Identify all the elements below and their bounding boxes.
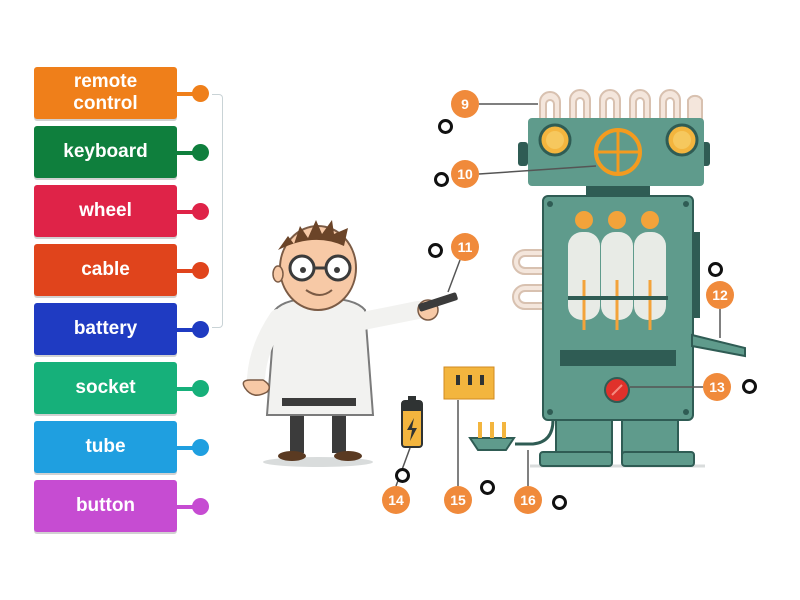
- marker-badge: 16: [514, 486, 542, 514]
- drop-target-14[interactable]: [395, 468, 410, 483]
- marker-badge: 9: [451, 90, 479, 118]
- marker-badge: 12: [706, 281, 734, 309]
- connector-dot[interactable]: [192, 262, 209, 279]
- cable: [515, 419, 555, 446]
- connector-line: [177, 328, 199, 332]
- label-battery[interactable]: battery: [34, 303, 177, 355]
- connector-dot[interactable]: [192, 85, 209, 102]
- label-tube[interactable]: tube: [34, 421, 177, 473]
- label-keyboard[interactable]: keyboard: [34, 126, 177, 178]
- drop-target-15[interactable]: [480, 480, 495, 495]
- drop-target-12[interactable]: [708, 262, 723, 277]
- connector-dot[interactable]: [192, 144, 209, 161]
- connector-line: [177, 269, 199, 273]
- label-button[interactable]: button: [34, 480, 177, 532]
- connector-line: [177, 210, 199, 214]
- connector-dot[interactable]: [192, 203, 209, 220]
- socket: [443, 366, 495, 400]
- connector-line: [177, 387, 199, 391]
- label-remote-control[interactable]: remote control: [34, 67, 177, 119]
- connector-line: [177, 92, 199, 96]
- connector-line: [177, 151, 199, 155]
- connector-dot[interactable]: [192, 439, 209, 456]
- marker-badge: 14: [382, 486, 410, 514]
- label-socket[interactable]: socket: [34, 362, 177, 414]
- marker-badge: 10: [451, 160, 479, 188]
- drop-target-10[interactable]: [434, 172, 449, 187]
- connector-line: [177, 446, 199, 450]
- leader-lines: [395, 103, 721, 487]
- labels-bracket: [212, 94, 223, 328]
- connector-dot[interactable]: [192, 498, 209, 515]
- label-cable[interactable]: cable: [34, 244, 177, 296]
- connector-dot[interactable]: [192, 380, 209, 397]
- scientist: [242, 220, 458, 461]
- plug: [468, 422, 516, 451]
- label-wheel[interactable]: wheel: [34, 185, 177, 237]
- marker-badge: 11: [451, 233, 479, 261]
- connector-dot[interactable]: [192, 321, 209, 338]
- marker-badge: 13: [703, 373, 731, 401]
- connector-line: [177, 505, 199, 509]
- drop-target-16[interactable]: [552, 495, 567, 510]
- drop-target-11[interactable]: [428, 243, 443, 258]
- robot: [512, 89, 746, 467]
- battery: [401, 396, 423, 448]
- drop-target-9[interactable]: [438, 119, 453, 134]
- drop-target-13[interactable]: [742, 379, 757, 394]
- marker-badge: 15: [444, 486, 472, 514]
